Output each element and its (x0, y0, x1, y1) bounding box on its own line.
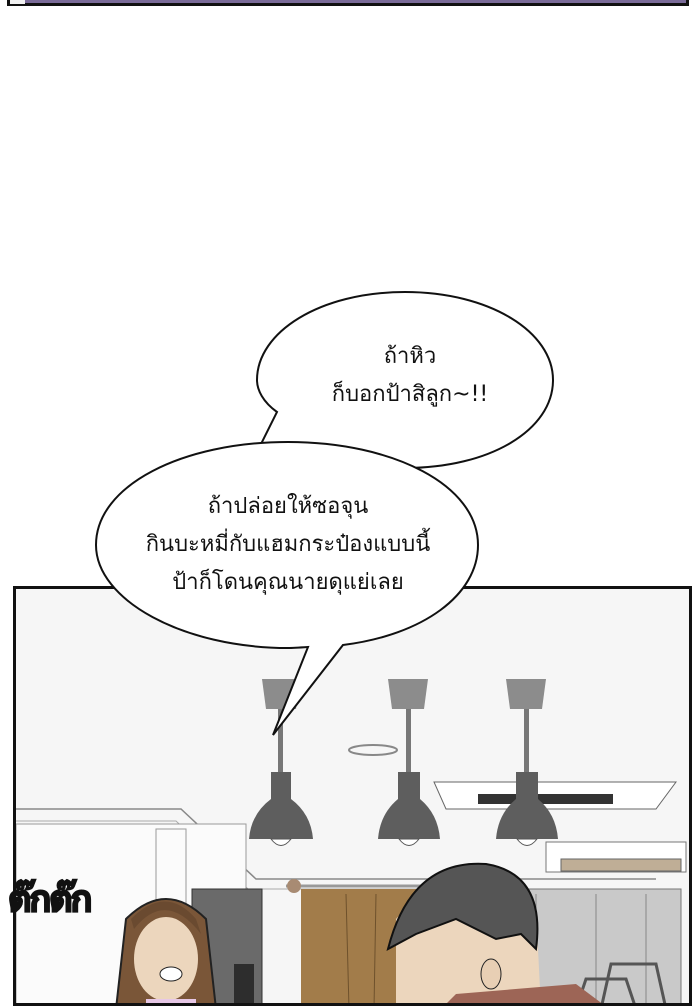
speech-bubble-2: ถ้าปล่อยให้ซอจุน กินบะหมี่กับแฮมกระป๋องแ… (103, 488, 473, 602)
bubble-2-line-3: ป้าก็โดนคุณนายดุแย่เลย (172, 570, 404, 595)
speech-bubble-2-shape (94, 440, 480, 736)
pendant-lamp-right (496, 679, 558, 846)
kitchen-scene-art (16, 679, 687, 1003)
man-character (386, 862, 602, 1003)
pendant-lamp-middle (378, 679, 440, 846)
bubble-2-line-1: ถ้าปล่อยให้ซอจุน (207, 494, 369, 519)
previous-panel-corner (10, 0, 25, 4)
bubble-1-line-2: ก็บอกป้าสิลูก~!! (331, 382, 489, 407)
speech-bubble-1: ถ้าหิว ก็บอกป้าสิลูก~!! (290, 338, 530, 414)
bubble-1-line-1: ถ้าหิว (383, 344, 437, 369)
bubble-2-line-2: กินบะหมี่กับแฮมกระป๋องแบบนี้ (145, 532, 431, 557)
comic-panel-kitchen (13, 586, 692, 1006)
pendant-lamp-left (249, 679, 313, 846)
previous-panel-edge (7, 0, 689, 6)
woman-character (115, 898, 217, 1003)
sound-effect-text: ต๊กต๊ก (7, 878, 93, 921)
